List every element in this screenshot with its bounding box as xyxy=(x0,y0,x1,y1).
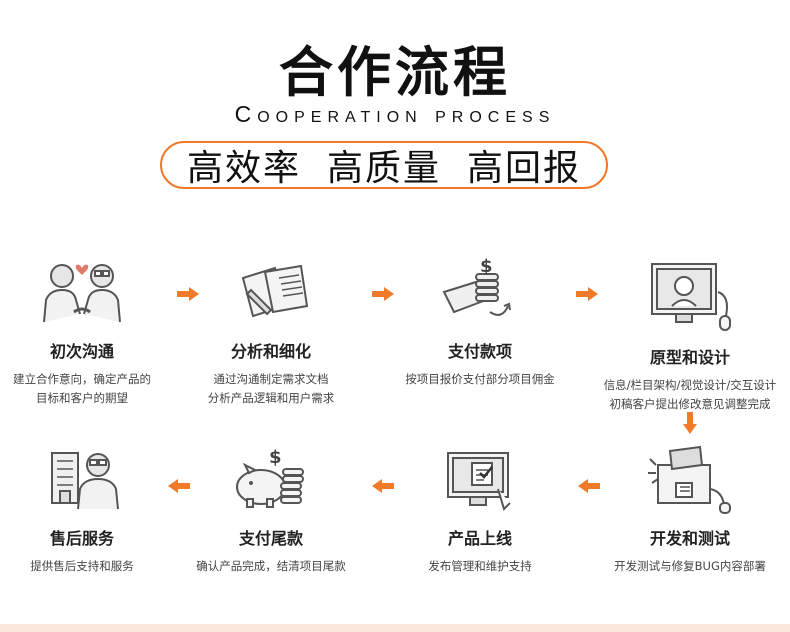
handshake-icon xyxy=(43,264,121,323)
step-desc-line: 确认产品完成，结清项目尾款 xyxy=(196,559,346,573)
step-desc-line: 分析产品逻辑和用户需求 xyxy=(207,391,335,405)
step-analysis-refinement: 分析和细化 通过沟通制定需求文档 分析产品逻辑和用户需求 xyxy=(176,256,366,408)
step-name: 售后服务 xyxy=(49,529,114,548)
arrow-right-icon xyxy=(372,287,394,301)
slogan-item: 高质量 xyxy=(326,148,441,189)
slogan-item: 高效率 xyxy=(186,148,301,189)
page-title: 合作流程 xyxy=(279,41,511,104)
arrow-right-icon xyxy=(576,287,598,301)
step-desc-line: 信息/栏目架构/视觉设计/交互设计 xyxy=(603,378,777,392)
step-name: 产品上线 xyxy=(447,529,512,548)
step-payment: $ 支付款项 按项目报价支付部分项目佣金 xyxy=(385,256,575,389)
step-name: 开发和测试 xyxy=(649,529,730,548)
step-desc-line: 通过沟通制定需求文档 xyxy=(213,372,329,386)
arrow-right-icon xyxy=(177,287,199,301)
svg-text:$: $ xyxy=(480,256,493,277)
development-icon xyxy=(648,445,731,514)
payment-icon: $ xyxy=(442,256,511,316)
slogan-pill: 高效率 高质量 高回报 xyxy=(160,141,608,189)
after-sales-icon xyxy=(51,452,119,510)
page-subtitle: Cooperation process xyxy=(234,101,556,127)
launch-icon xyxy=(447,452,511,511)
step-product-launch: 产品上线 发布管理和维护支持 xyxy=(385,443,575,576)
step-desc-line: 建立合作意向，确定产品的 xyxy=(13,372,151,386)
step-desc-line: 开发测试与修复BUG内容部署 xyxy=(614,559,766,573)
step-desc-line: 初稿客户提出修改意见调整完成 xyxy=(609,397,771,411)
documents-icon xyxy=(241,264,309,318)
step-after-sales: 售后服务 提供售后支持和服务 xyxy=(0,443,177,576)
arrow-left-icon xyxy=(168,479,190,493)
step-initial-communication: 初次沟通 建立合作意向，确定产品的 目标和客户的期望 xyxy=(0,256,177,408)
footer-bar xyxy=(0,624,790,632)
step-name: 分析和细化 xyxy=(230,342,311,361)
step-desc-line: 发布管理和维护支持 xyxy=(428,559,532,573)
step-development-testing: 开发和测试 开发测试与修复BUG内容部署 xyxy=(595,443,785,576)
arrow-left-icon xyxy=(578,479,600,493)
arrow-left-icon xyxy=(372,479,394,493)
step-name: 支付尾款 xyxy=(238,529,303,548)
monitor-icon xyxy=(651,263,731,331)
arrow-down-icon xyxy=(683,412,697,434)
step-name: 原型和设计 xyxy=(649,348,730,367)
piggy-bank-icon: $ xyxy=(236,447,304,508)
step-name: 初次沟通 xyxy=(49,342,114,361)
step-desc-line: 提供售后支持和服务 xyxy=(30,559,134,573)
svg-text:$: $ xyxy=(269,447,282,468)
step-desc-line: 目标和客户的期望 xyxy=(36,391,128,405)
step-prototype-design: 原型和设计 信息/栏目架构/视觉设计/交互设计 初稿客户提出修改意见调整完成 xyxy=(595,256,785,414)
step-desc-line: 按项目报价支付部分项目佣金 xyxy=(405,372,555,386)
step-name: 支付款项 xyxy=(447,342,512,361)
slogan-item: 高回报 xyxy=(467,148,582,189)
step-final-payment: $ 支付尾款 确认产品完成，结清项目尾款 xyxy=(176,443,366,576)
